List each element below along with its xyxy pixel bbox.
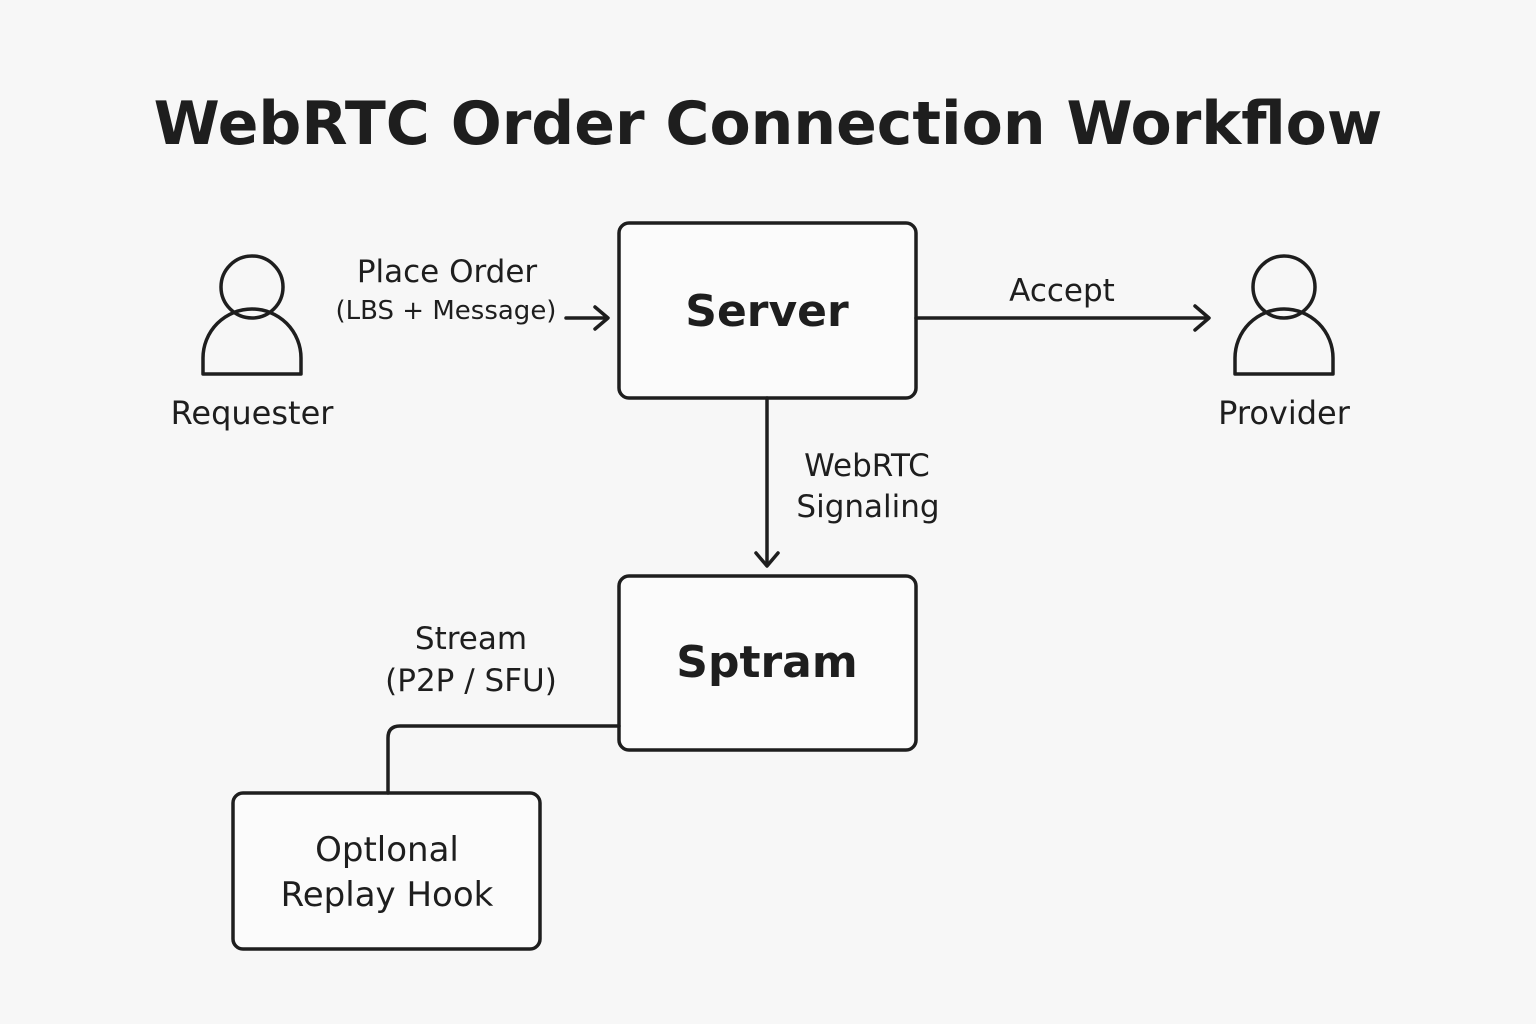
diagram-title: WebRTC Order Connection Workflow (154, 89, 1383, 159)
stream-label: Sptram (676, 637, 857, 688)
place-order-label-line2: (LBS + Message) (336, 296, 557, 326)
arrowhead-right (1193, 304, 1211, 332)
provider-actor: Provider (1218, 254, 1351, 432)
stream-link-label-line2: (P2P / SFU) (385, 663, 557, 699)
replay-hook-label-line1: Optlonal (315, 830, 459, 870)
accept-edge: Accept (914, 273, 1211, 332)
replay-hook-label-line2: Replay Hook (281, 875, 494, 915)
person-icon (201, 254, 303, 376)
person-icon (1233, 254, 1335, 376)
arrowhead-down (754, 551, 780, 568)
place-order-edge: Place Order (LBS + Message) (336, 254, 610, 331)
provider-label: Provider (1218, 394, 1351, 432)
signaling-label-line2: Signaling (796, 489, 939, 525)
requester-actor: Requester (171, 254, 335, 432)
server-label: Server (685, 286, 849, 337)
stream-link-edge: Stream (P2P / SFU) (385, 621, 621, 795)
stream-node: Sptram (617, 574, 918, 752)
server-node: Server (617, 221, 918, 400)
place-order-label-line1: Place Order (357, 254, 538, 290)
replay-hook-node: Optlonal Replay Hook (231, 791, 542, 951)
arrowhead-right (593, 305, 610, 331)
accept-label: Accept (1009, 273, 1115, 309)
stream-link-label-line1: Stream (415, 621, 527, 657)
signaling-label-line1: WebRTC (804, 448, 930, 484)
signaling-edge: WebRTC Signaling (754, 396, 940, 568)
requester-label: Requester (171, 394, 335, 432)
